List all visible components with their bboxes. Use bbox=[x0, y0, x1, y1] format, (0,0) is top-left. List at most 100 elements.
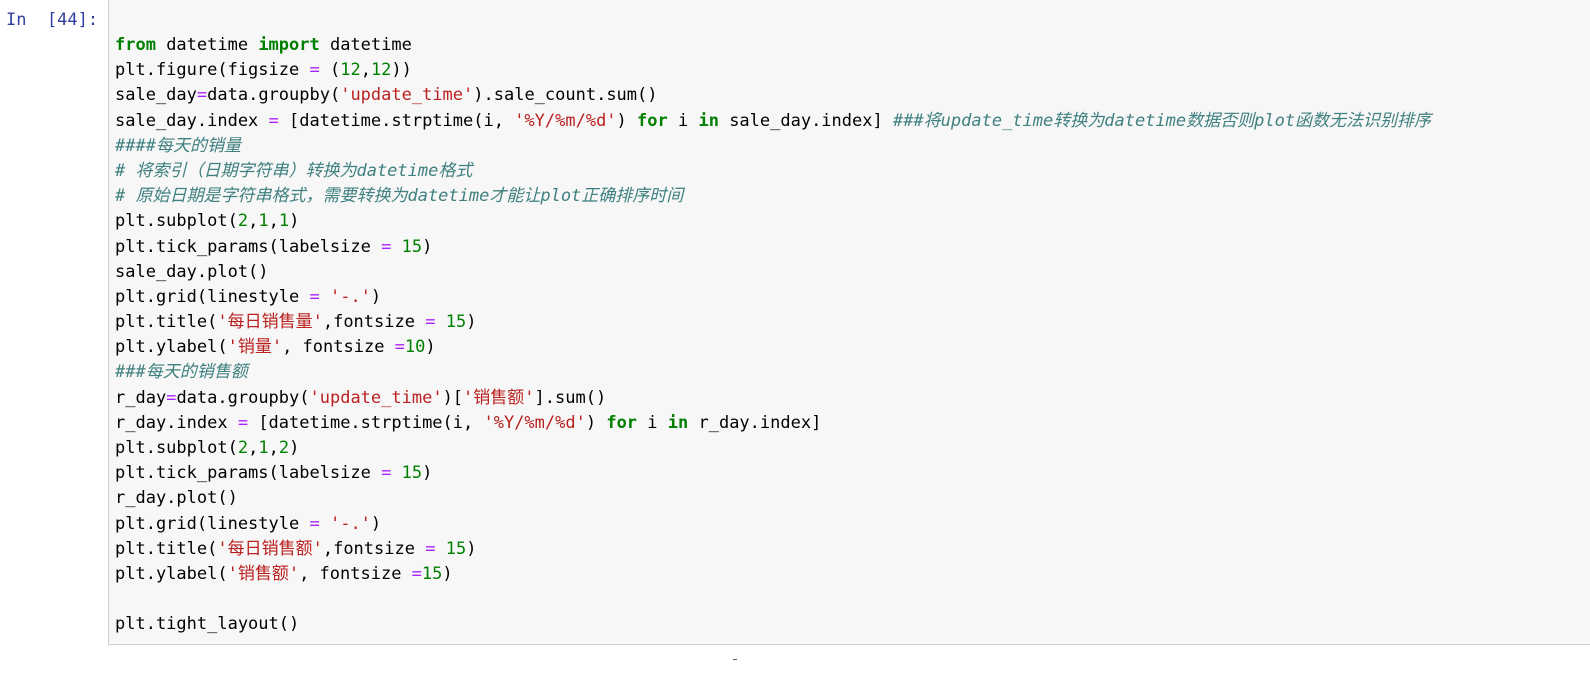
code-line: # 将索引（日期字符串）转换为datetime格式 bbox=[115, 159, 1431, 184]
code-token: 15 bbox=[445, 538, 467, 559]
code-token: datetime bbox=[155, 35, 259, 55]
code-token: ,fontsize bbox=[322, 538, 426, 559]
code-token: ) bbox=[370, 513, 382, 534]
code-token: '销量' bbox=[227, 337, 283, 358]
code-token: '销售额' bbox=[227, 563, 300, 584]
code-line: plt.grid(linestyle = '-.') bbox=[115, 285, 1431, 310]
code-token: , bbox=[248, 211, 259, 232]
code-token: '-.' bbox=[329, 286, 371, 307]
code-line: plt.title('每日销售量',fontsize = 15) bbox=[115, 310, 1431, 335]
code-token: in bbox=[667, 412, 689, 433]
code-token: for bbox=[637, 110, 668, 131]
code-token: ) bbox=[585, 412, 607, 433]
code-token: ) bbox=[466, 538, 477, 559]
code-token: i bbox=[667, 110, 699, 131]
code-token: plt.grid(linestyle bbox=[115, 513, 310, 534]
code-token: '销售额' bbox=[463, 387, 535, 408]
code-token: plt.ylabel( bbox=[115, 563, 228, 584]
code-token: = bbox=[166, 387, 177, 408]
code-token: plt.tight_layout() bbox=[115, 614, 300, 635]
code-token: sale_day.plot() bbox=[115, 261, 269, 282]
code-token: import bbox=[258, 35, 320, 55]
code-token: 2 bbox=[278, 438, 290, 458]
code-line: ####每天的销量 bbox=[115, 134, 1431, 159]
code-token: plt.figure(figsize bbox=[115, 60, 310, 81]
code-token: datetime bbox=[319, 35, 412, 55]
code-token: ( bbox=[319, 60, 341, 81]
code-token: r_day.index] bbox=[688, 412, 822, 433]
code-token: '-.' bbox=[329, 513, 371, 534]
code-token: 15 bbox=[445, 312, 467, 333]
input-prompt: In [44]: bbox=[6, 10, 99, 30]
code-token: r_day bbox=[115, 387, 167, 408]
code-token: in bbox=[698, 110, 719, 131]
code-token bbox=[435, 539, 445, 559]
code-token: ) bbox=[466, 312, 477, 333]
code-token: = bbox=[309, 513, 320, 534]
code-line: r_day=data.groupby('update_time')['销售额']… bbox=[115, 386, 1431, 411]
code-token: 1 bbox=[258, 438, 269, 458]
code-token: ) bbox=[616, 110, 638, 131]
code-token: plt.title( bbox=[115, 538, 218, 559]
code-token: ) bbox=[422, 463, 433, 484]
code-token: 15 bbox=[401, 236, 423, 257]
code-token: = bbox=[394, 337, 405, 358]
code-token: 15 bbox=[421, 563, 443, 584]
code-token bbox=[391, 237, 401, 257]
code-token: plt.subplot( bbox=[115, 211, 238, 232]
code-token: ).sale_count.sum() bbox=[473, 85, 658, 106]
code-token: , fontsize bbox=[299, 563, 412, 584]
code-token: sale_day.index bbox=[115, 110, 269, 131]
code-line: plt.ylabel('销量', fontsize =10) bbox=[115, 335, 1431, 360]
code-token: ,fontsize bbox=[322, 312, 426, 333]
code-line: r_day.index = [datetime.strptime(i, '%Y/… bbox=[115, 411, 1431, 436]
code-token: '每日销售额' bbox=[217, 538, 323, 559]
code-token: = bbox=[381, 463, 392, 484]
code-token: 15 bbox=[401, 463, 423, 484]
code-token: , fontsize bbox=[282, 337, 395, 358]
code-token: = bbox=[268, 110, 279, 131]
code-token: 10 bbox=[404, 337, 426, 358]
code-token: data.groupby( bbox=[176, 387, 310, 408]
code-token: # 将索引（日期字符串）转换为datetime格式 bbox=[115, 160, 473, 181]
code-token: sale_day.index] bbox=[718, 110, 893, 131]
code-line: sale_day.index = [datetime.strptime(i, '… bbox=[115, 109, 1431, 134]
code-line: plt.tight_layout() bbox=[115, 612, 1431, 637]
code-token: )[ bbox=[442, 387, 464, 408]
code-token: = bbox=[425, 312, 436, 333]
code-token: 2 bbox=[237, 211, 249, 232]
code-token: = bbox=[381, 236, 392, 257]
code-token bbox=[435, 312, 445, 332]
code-token: ) bbox=[289, 211, 300, 232]
code-token: r_day.plot() bbox=[115, 488, 238, 509]
code-token: plt.tick_params(labelsize bbox=[115, 463, 382, 484]
code-token: plt.tick_params(labelsize bbox=[115, 236, 382, 257]
code-token: 'update_time' bbox=[309, 387, 443, 408]
code-token bbox=[391, 463, 401, 483]
code-token: plt.ylabel( bbox=[115, 337, 228, 358]
code-line: plt.ylabel('销售额', fontsize =15) bbox=[115, 562, 1431, 587]
code-token: , bbox=[268, 211, 279, 232]
code-line: sale_day.plot() bbox=[115, 260, 1431, 285]
code-token: data.groupby( bbox=[207, 85, 341, 106]
code-line: plt.subplot(2,1,1) bbox=[115, 209, 1431, 234]
code-token: 2 bbox=[237, 438, 249, 458]
code-token: 1 bbox=[278, 211, 290, 232]
code-token: = bbox=[425, 538, 436, 559]
code-line: from datetime import datetime bbox=[115, 33, 1431, 58]
code-token: sale_day bbox=[115, 85, 197, 106]
code-token: )) bbox=[391, 60, 412, 81]
code-line: plt.title('每日销售额',fontsize = 15) bbox=[115, 537, 1431, 562]
code-token: 12 bbox=[370, 60, 392, 81]
code-token: = bbox=[309, 60, 320, 81]
code-token: ) bbox=[425, 337, 436, 358]
code-token: ) bbox=[442, 563, 453, 584]
code-token: for bbox=[606, 412, 638, 433]
code-token: from bbox=[115, 35, 156, 55]
code-token: [datetime.strptime(i, bbox=[278, 110, 515, 131]
code-token: ) bbox=[370, 286, 382, 307]
output-marker bbox=[733, 659, 737, 660]
code-line: ###每天的销售额 bbox=[115, 360, 1431, 385]
